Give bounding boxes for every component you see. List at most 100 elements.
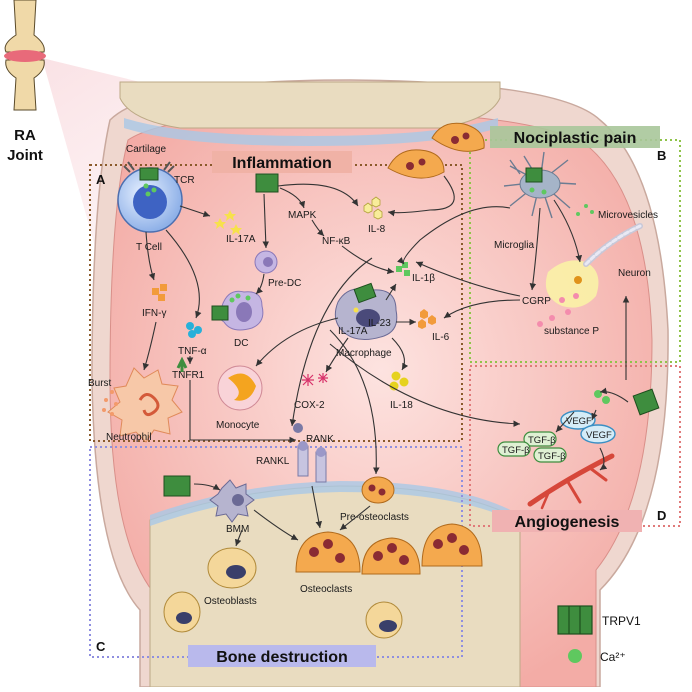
bmm-cell [209, 479, 255, 523]
ifng-molecules [152, 284, 167, 301]
rankl-receptors [297, 441, 327, 483]
tnfr1-label: TNFR1 [172, 370, 205, 381]
burst-label: Burst [88, 378, 112, 389]
trpv1-icon [632, 388, 660, 416]
upper-bone [119, 81, 501, 129]
angiogenesis-banner [492, 510, 642, 532]
mapk-label: MAPK [288, 210, 317, 221]
monocyte-label: Monocyte [216, 420, 260, 431]
tnfr1-receptor [176, 356, 188, 372]
ifng-label: IFN-γ [142, 308, 166, 319]
panel-d-letter: D [657, 508, 666, 523]
panel-c-letter: C [96, 639, 106, 654]
il8-label: IL-8 [368, 224, 386, 235]
tgfb-label-2: TGF-β [502, 445, 530, 456]
tnfa-molecules [186, 322, 202, 338]
osteoclasts-label: Osteoclasts [300, 584, 352, 595]
tgfb-label-3: TGF-β [538, 451, 566, 462]
il17a-label: IL-17A [226, 234, 256, 245]
macrophage-label: Macrophage [336, 348, 392, 359]
rank-label: RANK [306, 434, 334, 445]
neutrophil-cell [107, 367, 183, 443]
il6-label: IL-6 [432, 332, 450, 343]
trpv1-icon [139, 167, 159, 181]
il1b-molecules [396, 262, 410, 276]
ra-joint-icon [4, 0, 46, 111]
microvesicles-label: Microvesicles [598, 210, 658, 221]
blood-vessel [527, 453, 615, 510]
cox2-label: COX-2 [294, 400, 325, 411]
ra-title-line1: RA [14, 127, 36, 144]
cartilage-layer [124, 118, 498, 146]
nfkb-label: NF-κB [322, 236, 351, 247]
cox2-molecules [302, 373, 328, 386]
trpv1-icon [163, 475, 191, 497]
nociplastic-banner [490, 126, 660, 148]
substance-p-dots [537, 293, 579, 327]
inflammation-banner [212, 151, 352, 173]
il6-molecules [418, 309, 436, 329]
legend-calcium-label: Ca²⁺ [600, 650, 626, 664]
pre-osteoclast-cell [361, 476, 395, 504]
rankl-label: RANKL [256, 456, 290, 467]
trpv1-icon [525, 167, 543, 183]
cartilage-label: Cartilage [126, 144, 166, 155]
burst-dots [102, 390, 118, 416]
bmm-label: BMM [226, 524, 249, 535]
monocyte-cell [217, 365, 263, 411]
trpv1-icon [353, 282, 377, 304]
angiogenesis-title: Angiogenesis [515, 514, 620, 531]
vegf-molecules [560, 410, 616, 444]
panel-b-letter: B [657, 148, 666, 163]
tcr-label: TCR [174, 175, 195, 186]
inflammation-title: Inflammation [232, 155, 332, 172]
osteoblasts-label: Osteoblasts [204, 596, 257, 607]
il18-label: IL-18 [390, 400, 413, 411]
trpv1-icon [211, 305, 229, 321]
tcell-label: T Cell [136, 242, 162, 253]
il23-label: IL-23 [368, 318, 391, 329]
neuron-label: Neuron [618, 268, 651, 279]
legend-calcium-swatch [568, 649, 582, 663]
vegf-label-2: VEGF [586, 430, 612, 441]
predc-label: Pre-DC [268, 278, 301, 289]
il1b-label: IL-1β [412, 273, 435, 284]
panel-a-letter: A [96, 172, 106, 187]
legend-trpv1-swatch [557, 605, 593, 635]
vegf-label-1: VEGF [566, 416, 592, 427]
preosteo-label: Pre-osteoclasts [340, 512, 409, 523]
tgfb-label-1: TGF-β [528, 435, 556, 446]
neuron-cell [545, 223, 643, 308]
t-cell [117, 161, 183, 233]
il8-molecules [363, 196, 383, 220]
trpv1-icon [255, 173, 279, 193]
osteoclast-cells [295, 523, 483, 575]
dc-cell [211, 290, 264, 331]
calcium-dot [602, 396, 610, 404]
nociplastic-title: Nociplastic pain [514, 130, 637, 147]
synoviocyte-cells [387, 122, 485, 179]
tnfa-label: TNF-α [178, 346, 207, 357]
microvesicle-dots [529, 187, 594, 216]
calcium-dot [594, 390, 602, 398]
tgfb-molecules [497, 431, 567, 463]
substancep-label: substance P [544, 326, 599, 337]
il18-molecules [389, 371, 409, 391]
legend-trpv1-label: TRPV1 [602, 614, 641, 628]
bone-banner [188, 645, 376, 667]
ra-title-line2: Joint [7, 147, 43, 164]
rank-molecule [293, 423, 303, 433]
pre-dc-cell [254, 250, 278, 274]
bone-title: Bone destruction [216, 649, 348, 666]
dc-label: DC [234, 338, 248, 349]
macrophage-cell [334, 282, 398, 340]
pathway-arrows [142, 175, 630, 547]
il17a-stars [214, 210, 242, 235]
neutrophil-label: Neutrophil [106, 432, 152, 443]
microglia-label: Microglia [494, 240, 534, 251]
osteoblast-cells [163, 547, 403, 639]
cgrp-label: CGRP [522, 296, 551, 307]
il17a-macrophage-label: IL-17A [338, 326, 368, 337]
